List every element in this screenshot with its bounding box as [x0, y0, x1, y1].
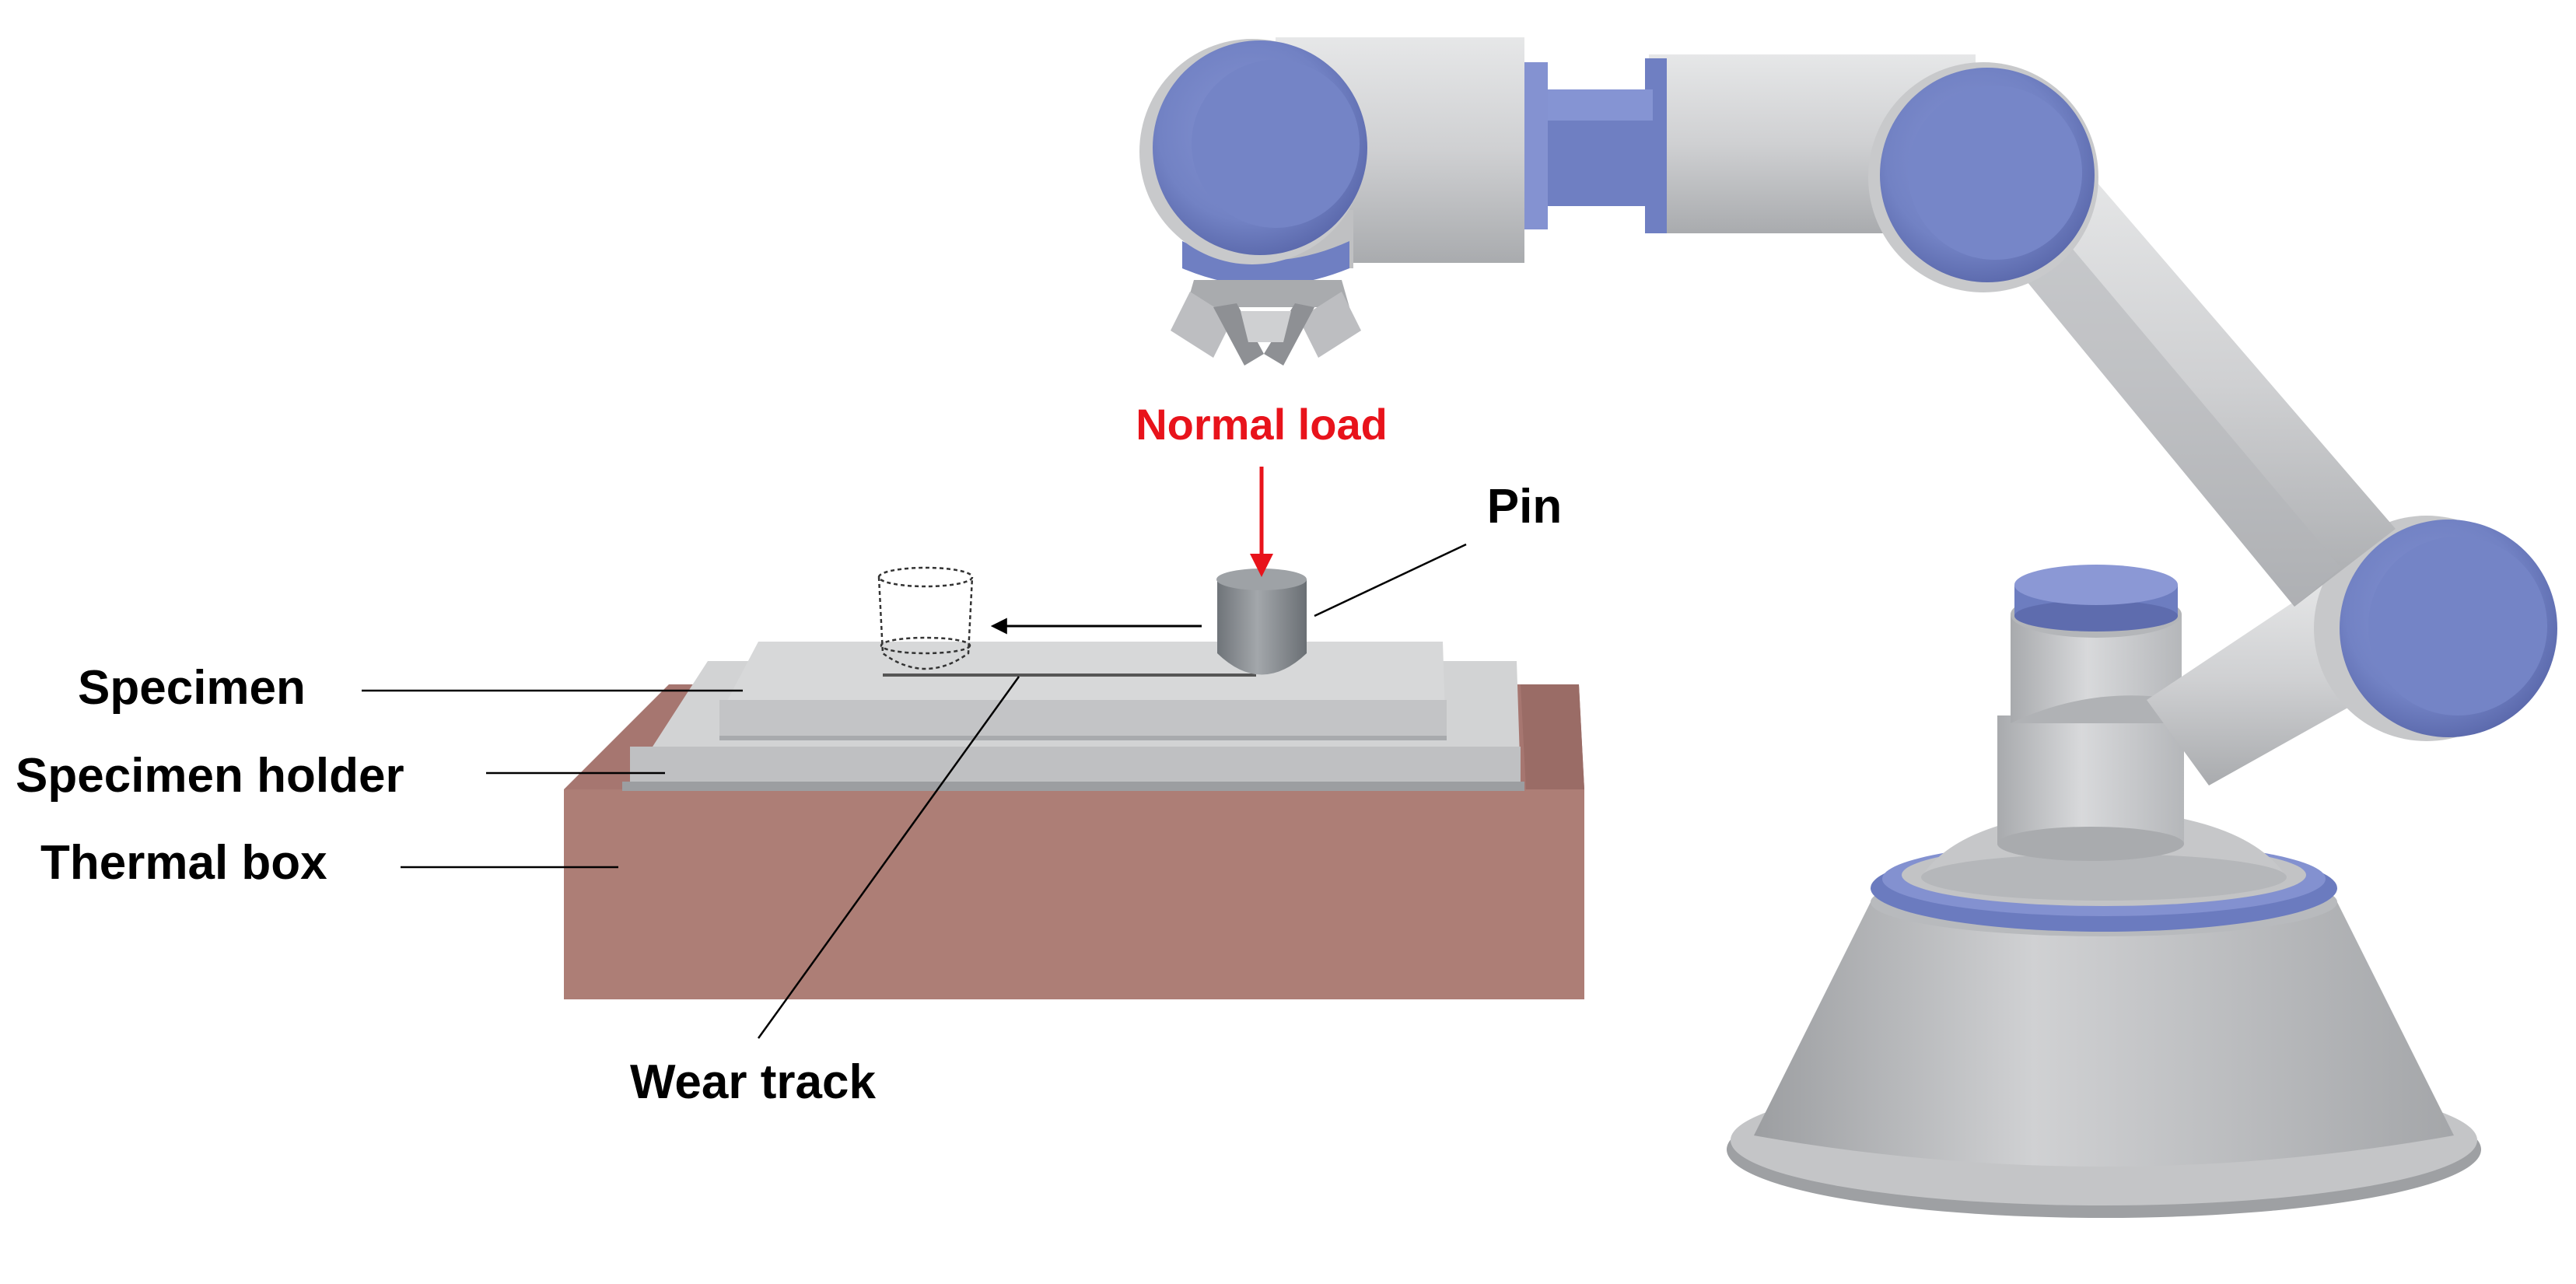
pin-leader — [1314, 543, 1467, 618]
specimen-label: Specimen — [78, 661, 306, 715]
robot-lower-link — [2147, 516, 2557, 785]
pin-previous-position — [877, 566, 974, 670]
robot-upper-link — [1987, 163, 2396, 607]
pin-label: Pin — [1487, 480, 1562, 534]
wear-track-leader — [757, 676, 1020, 1039]
robot-wrist-connector — [1524, 62, 1653, 229]
leader-lines — [362, 543, 1467, 1039]
normal-load-label: Normal load — [1136, 400, 1388, 449]
robot-gripper — [1171, 280, 1361, 366]
thermal-box-label: Thermal box — [40, 836, 327, 890]
robot-base — [1727, 809, 2481, 1218]
specimen-holder-label: Specimen holder — [16, 749, 404, 803]
robot-top-joint — [1645, 54, 2098, 292]
specimen — [719, 642, 1447, 740]
robot-wrist — [1139, 37, 1524, 286]
pin — [1216, 569, 1307, 675]
wear-track-label: Wear track — [630, 1055, 876, 1109]
robot-arm — [1139, 37, 2557, 1218]
